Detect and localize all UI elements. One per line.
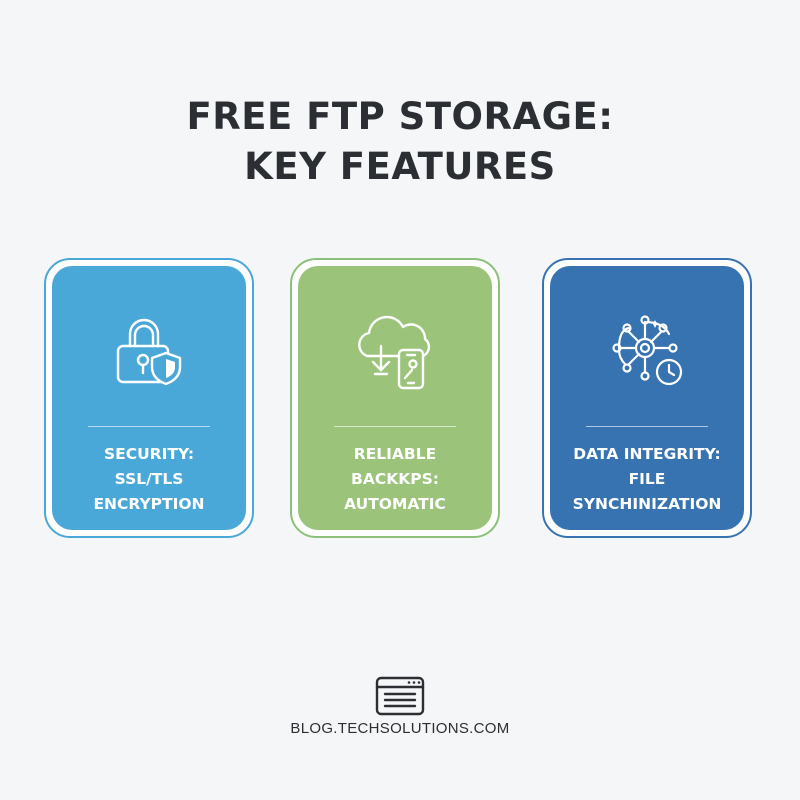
- card-label: SECURITY: SSL/TLS ENCRYPTION: [93, 445, 205, 513]
- card-divider: [334, 426, 456, 427]
- feature-card-backups: RELIABLE BACKKPS: AUTOMATIC: [290, 258, 500, 538]
- browser-window-icon: [375, 676, 425, 716]
- footer-url: BLOG.TECHSOLUTIONS.COM: [290, 720, 510, 737]
- card-divider: [88, 426, 210, 427]
- card-divider: [586, 426, 708, 427]
- cloud-phone-icon: [298, 306, 492, 396]
- feature-card-security: SECURITY: SSL/TLS ENCRYPTION: [44, 258, 254, 538]
- card-label: RELIABLE BACKKPS: AUTOMATIC: [344, 445, 446, 513]
- padlock-shield-icon: [52, 306, 246, 396]
- title-line-2: KEY FEATURES: [244, 145, 556, 188]
- card-label: DATA INTEGRITY: FILE SYNCHINIZATION: [572, 445, 722, 513]
- network-clock-icon: [550, 306, 744, 396]
- title-line-1: FREE FTP STORAGE:: [186, 95, 614, 138]
- page-title: FREE FTP STORAGE: KEY FEATURES: [0, 92, 800, 192]
- feature-card-integrity: DATA INTEGRITY: FILE SYNCHINIZATION: [542, 258, 752, 538]
